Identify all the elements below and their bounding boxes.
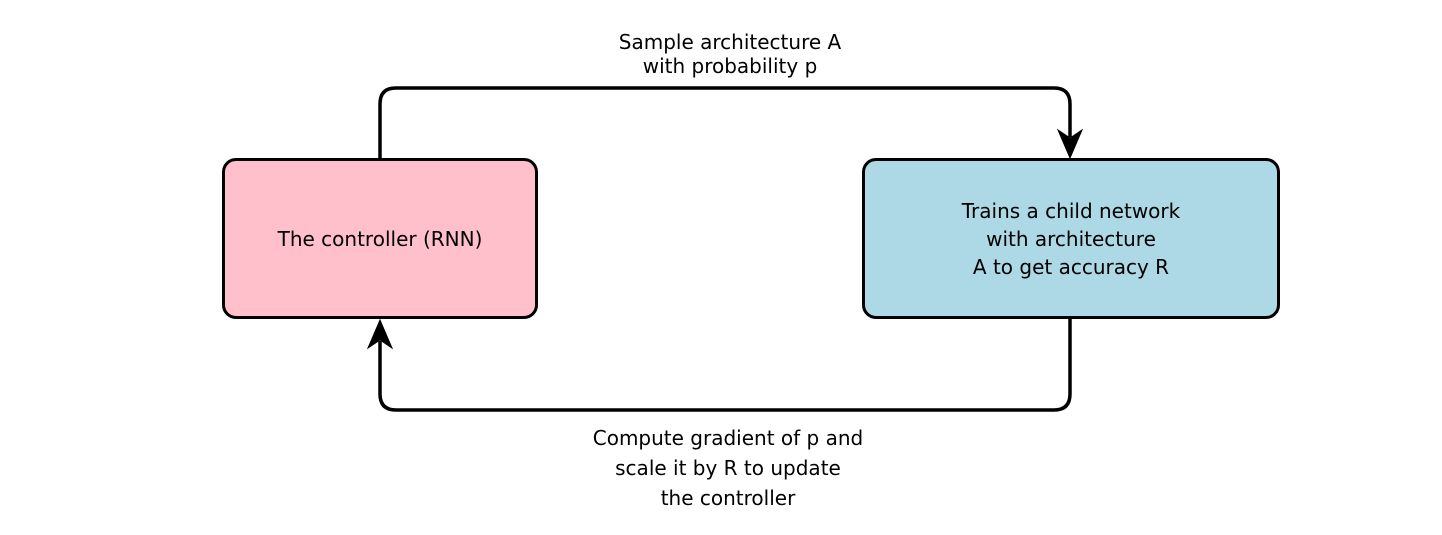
- arrowhead-up-icon: [366, 318, 394, 350]
- sample-arrow-line: [378, 86, 1072, 158]
- update-arrow-line: [378, 319, 1072, 412]
- child-network-node: Trains a child network with architecture…: [862, 158, 1280, 319]
- arrowhead-down-icon: [1056, 128, 1084, 160]
- child-network-node-label: Trains a child network with architecture…: [961, 198, 1181, 279]
- controller-node: The controller (RNN): [222, 158, 538, 319]
- sample-edge-label: Sample architecture A with probability p: [618, 30, 842, 78]
- controller-node-label: The controller (RNN): [277, 226, 483, 251]
- update-edge-label: Compute gradient of p and scale it by R …: [592, 426, 864, 510]
